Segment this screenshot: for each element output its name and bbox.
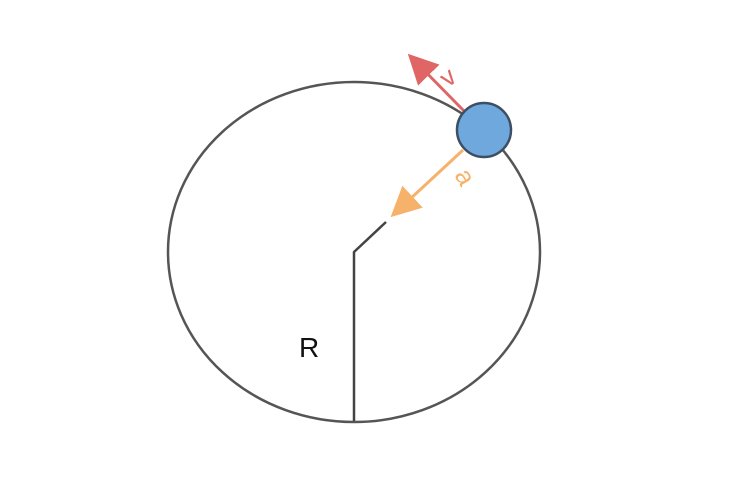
acceleration-vector (390, 148, 465, 218)
orbit-circle (166, 80, 542, 424)
moving-object (455, 101, 513, 159)
radius-label: R (299, 332, 319, 363)
radius-line (352, 221, 387, 421)
acceleration-label: a (449, 163, 482, 191)
velocity-label: v (433, 61, 462, 93)
velocity-vector (407, 53, 466, 113)
